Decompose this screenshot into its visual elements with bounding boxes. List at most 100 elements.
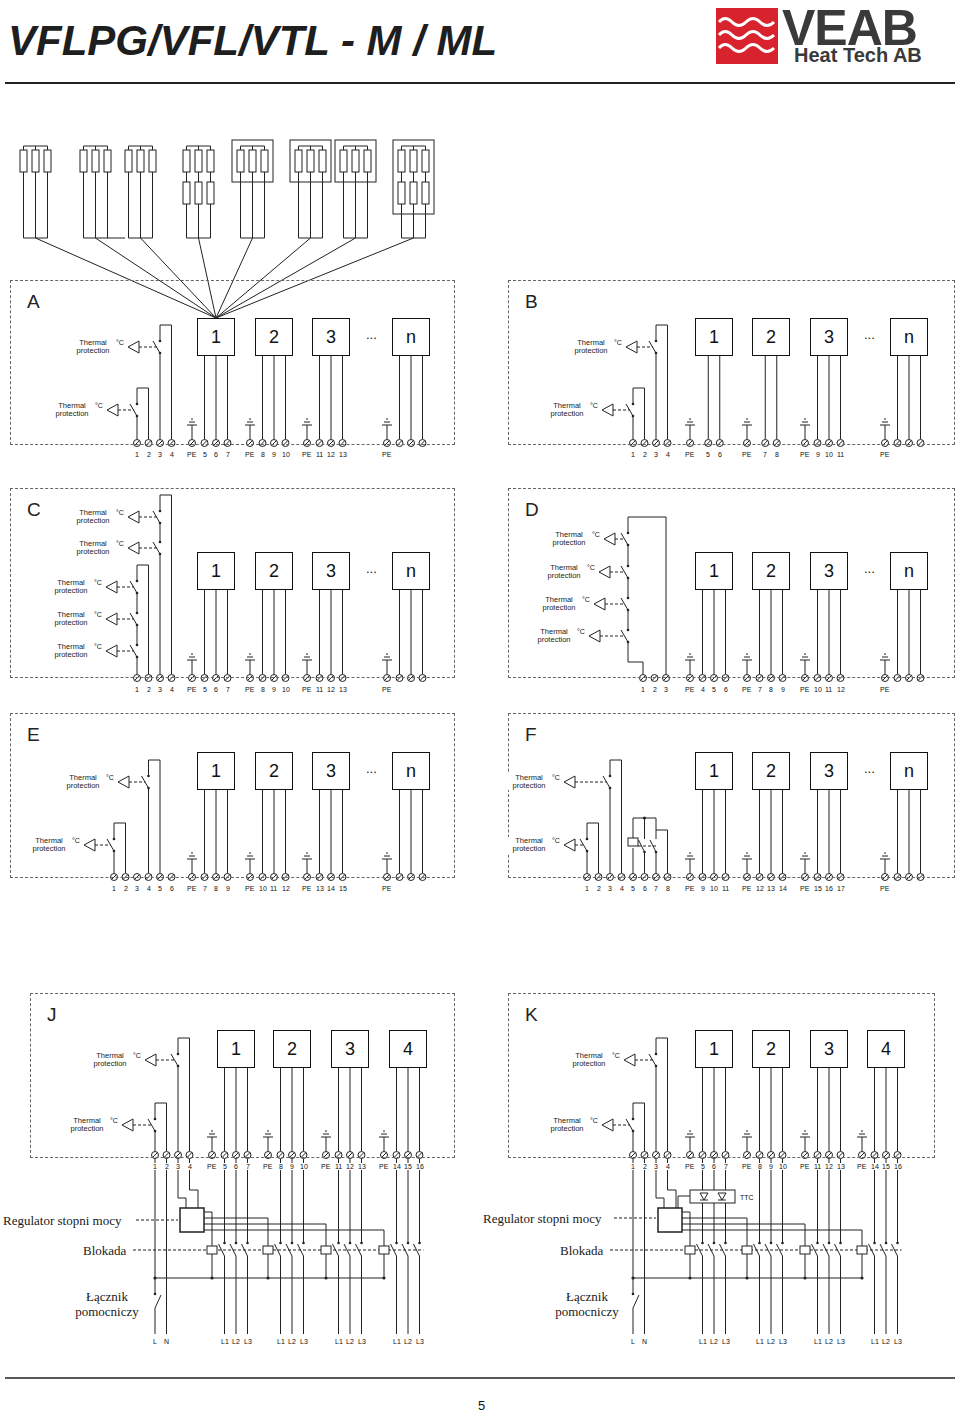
terminal-symbol — [640, 675, 647, 682]
junction-dot — [632, 1130, 635, 1133]
terminal-number: 14 — [778, 885, 788, 892]
junction-dot — [360, 1242, 363, 1245]
earth-symbol — [384, 422, 390, 423]
terminal-slash — [872, 1153, 877, 1158]
terminal-symbol — [282, 440, 289, 447]
load-wire — [285, 790, 286, 873]
terminal-symbol — [316, 440, 323, 447]
terminal-slash — [190, 875, 195, 880]
load-wire — [714, 590, 715, 674]
terminal-slash — [409, 875, 414, 880]
wire — [384, 1254, 385, 1278]
wire — [155, 1308, 156, 1334]
earth-symbol — [687, 1134, 693, 1135]
terminal-symbol — [837, 874, 844, 881]
load-wire — [227, 590, 228, 674]
terminal-number: 15 — [338, 885, 348, 892]
terminal-number: 4 — [665, 451, 671, 458]
terminal-slash — [234, 1153, 239, 1158]
resistor-symbol — [261, 150, 268, 172]
earth-symbol — [800, 425, 810, 426]
load-wire — [399, 790, 400, 873]
terminal-number: 10 — [281, 686, 291, 693]
unit-label: °C — [551, 837, 561, 844]
junction-dot — [631, 1276, 634, 1279]
fan-wire — [96, 238, 217, 318]
sensor-label: Thermal protection — [50, 579, 92, 595]
load-wire — [829, 590, 830, 674]
junction-dot — [643, 851, 646, 854]
junction-dot — [655, 851, 658, 854]
load-wire — [204, 356, 205, 439]
wire — [644, 852, 645, 873]
wire — [759, 1256, 760, 1334]
terminal-slash — [385, 676, 390, 681]
junction-dot — [177, 1053, 180, 1056]
terminal-number: 3 — [607, 885, 613, 892]
earth-symbol — [302, 425, 312, 426]
terminal-symbol — [837, 675, 844, 682]
terminal-number: 2 — [642, 1163, 648, 1170]
terminal-symbol — [711, 874, 718, 881]
earth-symbol — [387, 660, 388, 674]
terminal-symbol — [894, 675, 901, 682]
load-wire — [782, 1068, 783, 1151]
sensor-label: Thermal protection — [28, 837, 70, 853]
terminal-slash — [382, 1153, 387, 1158]
terminal-symbol — [826, 440, 833, 447]
load-box: 2 — [255, 552, 293, 590]
earth-symbol — [744, 657, 750, 658]
junction-dot — [701, 1242, 704, 1245]
terminal-number: 6 — [717, 451, 723, 458]
terminal-symbol — [837, 440, 844, 447]
junction-dot — [627, 641, 630, 644]
terminal-number: 7 — [723, 1163, 729, 1170]
earth-symbol — [383, 1131, 385, 1132]
wire — [280, 1256, 281, 1334]
terminal-symbol — [917, 874, 924, 881]
earth-symbol — [245, 425, 255, 426]
load-wire — [285, 590, 286, 674]
panel-letter: D — [525, 500, 539, 519]
terminal-number: 13 — [338, 451, 348, 458]
terminal-number: PE — [244, 451, 255, 458]
phase-label: L3 — [893, 1338, 903, 1345]
earth-symbol — [192, 425, 193, 439]
load-wire — [361, 1068, 362, 1151]
terminal-symbol — [259, 874, 266, 881]
terminal-symbol — [304, 874, 311, 881]
load-wire — [319, 790, 320, 873]
terminal-symbol — [328, 440, 335, 447]
mechanical-link — [613, 1125, 630, 1126]
wire — [897, 1159, 898, 1243]
terminal-slash — [884, 1153, 889, 1158]
load-wire — [909, 590, 910, 674]
junction-dot — [632, 1293, 635, 1296]
terminal-symbol — [271, 675, 278, 682]
terminal-slash — [769, 875, 774, 880]
wire — [682, 1224, 805, 1246]
terminal-number: 10 — [299, 1163, 309, 1170]
junction-dot — [627, 629, 630, 632]
terminal-number: 1 — [134, 451, 140, 458]
terminal-slash — [780, 875, 785, 880]
terminal-number: 7 — [225, 451, 231, 458]
terminal-symbol — [189, 874, 196, 881]
load-wire — [224, 1068, 225, 1151]
wire — [805, 1254, 806, 1278]
phase-label: N — [163, 1338, 170, 1345]
junction-dot — [136, 612, 139, 615]
terminal-number: 5 — [630, 885, 636, 892]
load-wire — [285, 356, 286, 439]
junction-dot — [159, 522, 162, 525]
terminal-slash — [272, 875, 277, 880]
terminal-symbol — [396, 675, 403, 682]
terminal-slash — [769, 676, 774, 681]
terminal-symbol — [316, 675, 323, 682]
phase-label: L — [152, 1338, 158, 1345]
load-wire — [817, 1068, 818, 1151]
terminal-slash — [608, 875, 613, 880]
load-box: 1 — [197, 552, 235, 590]
terminal-number: PE — [799, 686, 810, 693]
resistor-symbol — [207, 182, 214, 204]
